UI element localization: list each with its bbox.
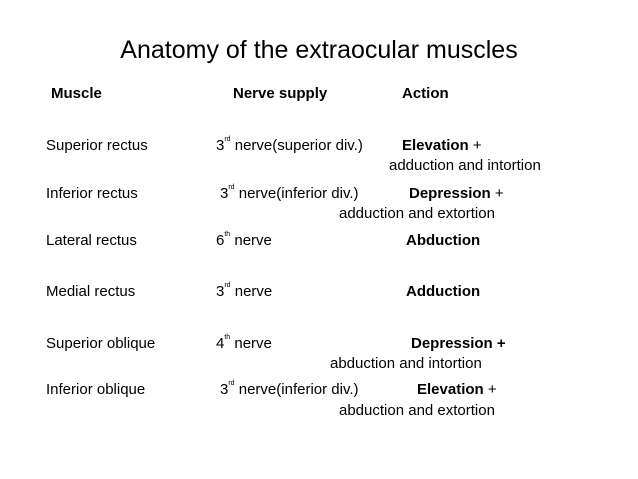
muscle-name: Medial rectus <box>46 283 136 300</box>
muscle-name: Superior rectus <box>46 137 148 154</box>
nerve-supply: 4th nerve <box>216 334 272 352</box>
action: Elevation + <box>402 137 482 154</box>
action: Depression + <box>409 185 504 202</box>
muscle-name: Superior oblique <box>46 335 156 352</box>
nerve-supply: 3rd nerve(superior div.) <box>216 136 363 154</box>
action: Abduction <box>406 232 481 249</box>
nerve-supply: 3rd nerve <box>216 282 273 300</box>
action-detail: adduction and intortion <box>389 157 541 174</box>
action-detail: adduction and extortion <box>339 205 495 222</box>
header-action: Action <box>402 85 449 102</box>
action-detail: abduction and intortion <box>330 355 482 372</box>
action-detail: abduction and extortion <box>339 402 495 419</box>
nerve-supply: 3rd nerve(inferior div.) <box>220 184 359 202</box>
muscle-name: Lateral rectus <box>46 232 137 249</box>
slide-title: Anatomy of the extraocular muscles <box>120 36 518 64</box>
action: Elevation + <box>417 381 497 398</box>
header-nerve-supply: Nerve supply <box>233 85 328 102</box>
nerve-supply: 6th nerve <box>216 231 272 249</box>
muscle-name: Inferior rectus <box>46 185 138 202</box>
action: Depression + <box>411 335 506 352</box>
nerve-supply: 3rd nerve(inferior div.) <box>220 380 359 398</box>
muscle-name: Inferior oblique <box>46 381 146 398</box>
action: Adduction <box>406 283 481 300</box>
header-muscle: Muscle <box>51 85 102 102</box>
